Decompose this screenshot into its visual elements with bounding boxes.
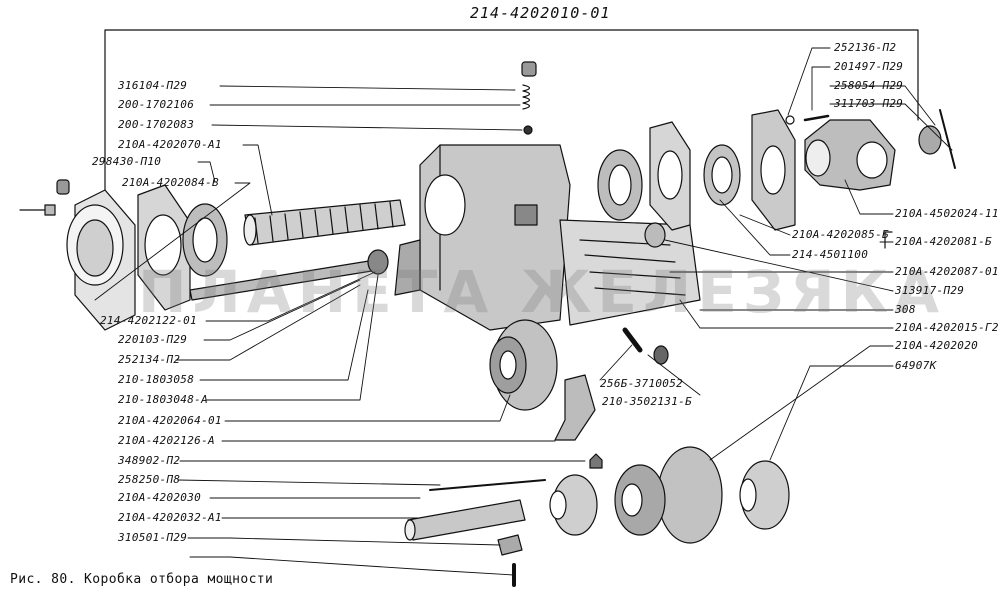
watermark: ПЛАНЕТА ЖЕЛЕЗЯКА	[138, 258, 945, 326]
right-seal	[703, 144, 741, 206]
label-210-1803048: 210-1803048-А	[118, 393, 208, 406]
label-210A-4202126: 210А-4202126-А	[118, 434, 215, 447]
nut-and-pin	[918, 109, 956, 169]
right-bracket-a	[884, 231, 893, 249]
label-210A-4202070: 210А-4202070-А1	[118, 138, 222, 151]
assembly-number: 214-4202010-01	[470, 4, 611, 22]
label-210A-4202020: 210А-4202020	[895, 339, 979, 352]
label-210-3502131: 210-3502131-Б	[602, 395, 692, 408]
label-210A-4202030: 210А-4202030	[118, 491, 202, 504]
left-bearing	[182, 203, 228, 277]
ball	[523, 125, 533, 135]
spacer-313917	[644, 222, 666, 248]
label-313917: 313917-П29	[895, 284, 965, 297]
output-yoke	[804, 119, 896, 191]
washer-252136	[785, 115, 795, 125]
right-gasket	[649, 121, 691, 231]
label-310501: 310501-П29	[118, 531, 188, 544]
label-210A-4202064: 210А-4202064-01	[118, 414, 222, 427]
label-311703: 311703-П29	[834, 97, 904, 110]
label-210A-4202085: 210А-4202085-Б	[792, 228, 889, 241]
label-348902: 348902-П2	[118, 454, 181, 467]
label-210-1803058: 210-1803058	[118, 373, 195, 386]
seal-ring	[367, 249, 389, 275]
label-201497: 201497-П29	[834, 60, 904, 73]
label-258250: 258250-П8	[118, 473, 181, 486]
label-210A-4202032: 210А-4202032-А1	[118, 511, 222, 524]
label-64907K: 64907К	[895, 359, 937, 372]
lock-plate	[497, 534, 523, 556]
label-214-4202122: 214-4202122-01	[100, 314, 197, 327]
label-200-1702083: 200-1702083	[118, 118, 195, 131]
label-210A-4202015: 210А-4202015-Г2	[895, 321, 999, 334]
axle-4202030	[404, 499, 526, 541]
label-298430: 298430-П10	[92, 155, 162, 168]
right-flange	[751, 109, 796, 231]
pin-258250	[429, 479, 546, 491]
gear-4202020	[614, 446, 723, 544]
needle-bearing-right	[739, 460, 790, 530]
label-316104: 316104-П29	[118, 79, 188, 92]
washer-210	[653, 345, 669, 365]
label-210A-4202087: 210А-4202087-01	[895, 265, 999, 278]
plug-316104	[521, 61, 537, 77]
left-bolt	[19, 204, 56, 216]
gear-4202064	[489, 319, 558, 411]
right-bearing	[597, 149, 643, 221]
plug-348902	[589, 453, 603, 469]
shift-fork	[554, 374, 596, 441]
label-252134: 252134-П2	[118, 353, 181, 366]
label-210A-4202081: 210А-4202081-Б	[895, 235, 992, 248]
label-210A-4202084: 210А-4202084-В	[122, 176, 219, 189]
plug-298430	[56, 179, 70, 195]
splined-shaft	[243, 199, 406, 246]
label-200-1702106: 200-1702106	[118, 98, 195, 111]
bolt-256B	[622, 327, 643, 353]
left-cover	[66, 189, 136, 331]
bolt-201497	[803, 114, 830, 122]
label-210A-4502024: 210А-4502024-11	[895, 207, 999, 220]
assembly-bracket	[104, 29, 919, 216]
spring	[522, 84, 531, 110]
label-256B-3710052: 256Б-3710052	[600, 377, 684, 390]
main-housing	[394, 144, 701, 331]
label-258054: 258054-П29	[834, 79, 904, 92]
label-308: 308	[895, 303, 916, 316]
label-252136: 252136-П2	[834, 41, 897, 54]
label-220103: 220103-П29	[118, 333, 188, 346]
needle-bearing-left	[549, 474, 598, 536]
figure-caption: Рис. 80. Коробка отбора мощности	[10, 572, 274, 587]
label-214-4501100: 214-4501100	[792, 248, 869, 261]
